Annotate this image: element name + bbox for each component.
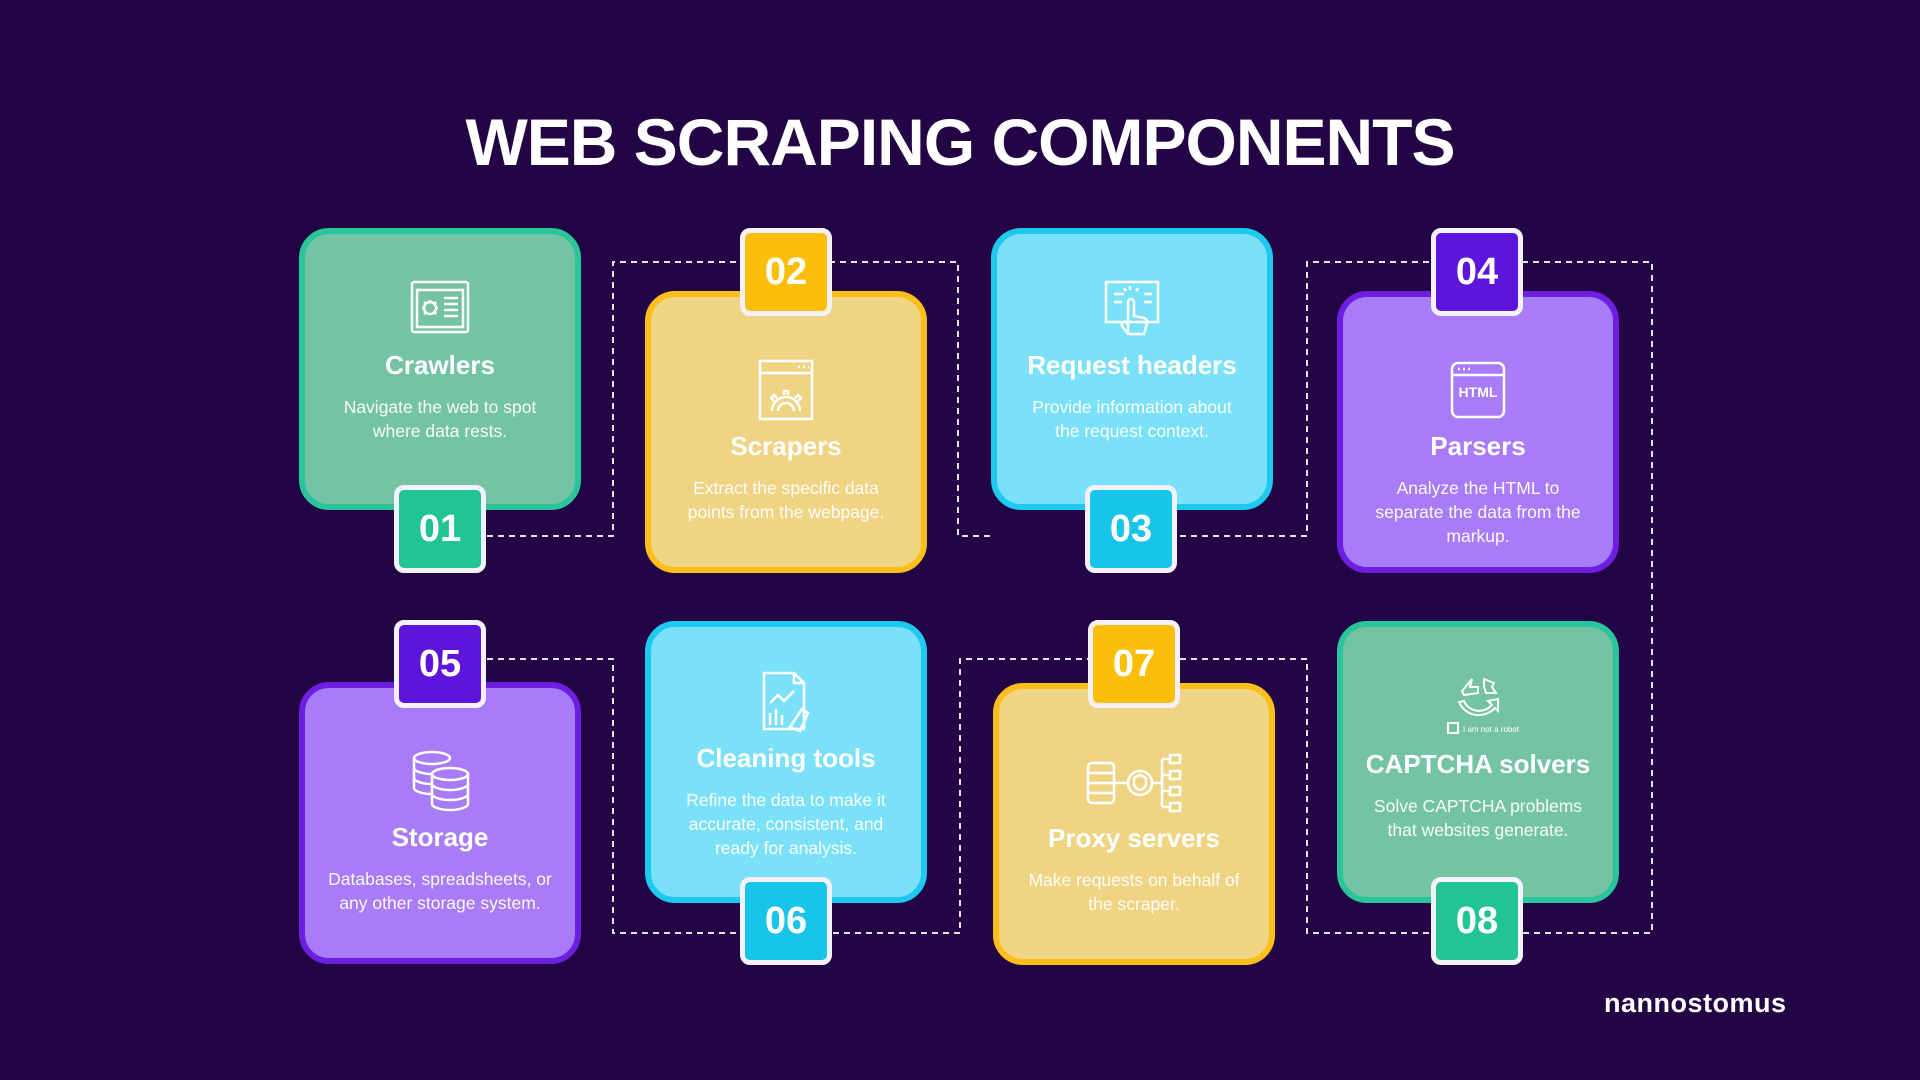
number-badge: 08 xyxy=(1431,877,1523,965)
card-storage: Storage Databases, spreadsheets, or any … xyxy=(299,682,581,964)
card-title: Storage xyxy=(391,822,489,852)
number-badge: 06 xyxy=(740,877,832,965)
card-parsers: HTML Parsers Analyze the HTML to separat… xyxy=(1337,291,1619,573)
captcha-label: I am not a robot xyxy=(1463,725,1520,734)
server-network-icon xyxy=(1084,749,1184,813)
card-title: Proxy servers xyxy=(1047,823,1221,853)
database-icon xyxy=(408,748,472,812)
card-description: Refine the data to make it accurate, con… xyxy=(686,790,886,858)
captcha-icon: I am not a robot xyxy=(1428,669,1528,739)
number-badge: 07 xyxy=(1088,620,1180,708)
card-title: Cleaning tools xyxy=(696,743,876,773)
card-scrapers: Scrapers Extract the specific data point… xyxy=(645,291,927,573)
card-description: Analyze the HTML to separate the data fr… xyxy=(1375,478,1581,546)
card-description: Databases, spreadsheets, or any other st… xyxy=(328,869,552,913)
number-badge: 05 xyxy=(394,620,486,708)
hand-click-icon xyxy=(1100,276,1164,340)
card-crawlers: Crawlers Navigate the web to spot where … xyxy=(299,228,581,510)
card-title: Crawlers xyxy=(385,350,495,380)
card-description: Extract the specific data points from th… xyxy=(687,478,885,522)
card-description: Navigate the web to spot where data rest… xyxy=(343,397,537,441)
card-request-headers: Request headers Provide information abou… xyxy=(991,228,1273,510)
number-badge: 03 xyxy=(1085,485,1177,573)
card-cleaning-tools: Cleaning tools Refine the data to make i… xyxy=(645,621,927,903)
card-description: Provide information about the request co… xyxy=(1032,397,1232,441)
card-title: Request headers xyxy=(1027,350,1237,380)
svg-text:HTML: HTML xyxy=(1459,384,1498,400)
chart-brush-icon xyxy=(754,669,818,733)
card-title: CAPTCHA solvers xyxy=(1365,749,1591,779)
card-description: Solve CAPTCHA problems that websites gen… xyxy=(1373,796,1583,840)
connector-line xyxy=(487,658,740,934)
brand-logo: nannostomus xyxy=(1604,988,1787,1018)
browser-bug-icon xyxy=(408,276,472,340)
number-badge: 01 xyxy=(394,485,486,573)
card-title: Scrapers xyxy=(730,431,842,461)
card-description: Make requests on behalf of the scraper. xyxy=(1028,870,1240,914)
page-title: WEB SCRAPING COMPONENTS xyxy=(465,105,1455,179)
html-window-icon: HTML xyxy=(1446,357,1510,421)
number-badge: 02 xyxy=(740,228,832,316)
browser-gear-icon xyxy=(754,357,818,421)
connector-line xyxy=(833,658,1430,934)
card-proxy-servers: Proxy servers Make requests on behalf of… xyxy=(993,683,1275,965)
number-badge: 04 xyxy=(1431,228,1523,316)
card-captcha-solvers: I am not a robot CAPTCHA solvers Solve C… xyxy=(1337,621,1619,903)
card-title: Parsers xyxy=(1430,431,1526,461)
